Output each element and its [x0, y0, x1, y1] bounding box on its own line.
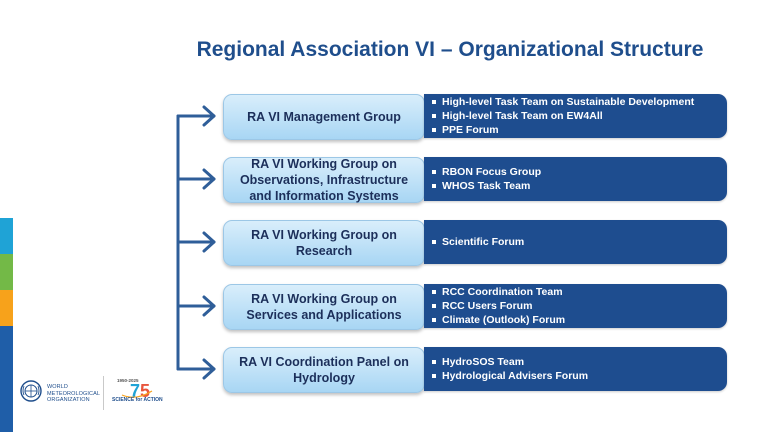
accent-stripe-green — [0, 254, 13, 290]
group-hydrology: RA VI Coordination Panel on Hydrology — [223, 347, 425, 393]
detail-services: RCC Coordination Team RCC Users Forum Cl… — [424, 284, 727, 328]
svg-text:5: 5 — [140, 381, 150, 401]
list-item: RBON Focus Group — [432, 165, 727, 179]
bullet-icon — [432, 360, 436, 364]
bullet-icon — [432, 170, 436, 174]
group-research: RA VI Working Group on Research — [223, 220, 425, 266]
arrow-head-1 — [202, 105, 216, 127]
accent-stripe-cyan — [0, 218, 13, 254]
page-title: Regional Association VI – Organizational… — [196, 38, 704, 61]
anniversary-tagline: SCIENCE for ACTION — [112, 397, 163, 403]
detail-management: High-level Task Team on Sustainable Deve… — [424, 94, 727, 138]
group-label: RA VI Management Group — [247, 110, 401, 124]
detail-hydrology: HydroSOS Team Hydrological Advisers Foru… — [424, 347, 727, 391]
bullet-icon — [432, 114, 436, 118]
arrow-head-4 — [202, 295, 216, 317]
list-item: Scientific Forum — [432, 235, 727, 249]
accent-stripe-orange — [0, 290, 13, 326]
list-item: PPE Forum — [432, 123, 727, 137]
bullet-icon — [432, 100, 436, 104]
list-item: High-level Task Team on EW4All — [432, 109, 727, 123]
list-item: WHOS Task Team — [432, 179, 727, 193]
group-label: RA VI Working Group on Research — [251, 228, 397, 258]
group-management: RA VI Management Group — [223, 94, 425, 140]
group-label: RA VI Working Group on Services and Appl… — [246, 292, 402, 322]
accent-stripe-blue — [0, 326, 13, 432]
list-item: RCC Coordination Team — [432, 285, 727, 299]
wmo-logo-icon — [20, 380, 42, 402]
detail-research: Scientific Forum — [424, 220, 727, 264]
list-item: High-level Task Team on Sustainable Deve… — [432, 95, 727, 109]
group-label: RA VI Coordination Panel on Hydrology — [239, 355, 409, 385]
arrow-head-5 — [202, 358, 216, 380]
list-item: HydroSOS Team — [432, 355, 727, 369]
detail-observations: RBON Focus Group WHOS Task Team — [424, 157, 727, 201]
bullet-icon — [432, 184, 436, 188]
footer-divider — [103, 376, 104, 410]
wmo-name: WORLD METEOROLOGICAL ORGANIZATION — [47, 384, 101, 404]
bullet-icon — [432, 318, 436, 322]
anniversary-years: 1950-2025 — [117, 378, 139, 383]
group-observations: RA VI Working Group on Observations, Inf… — [223, 157, 425, 203]
arrow-head-2 — [202, 168, 216, 190]
list-item: Climate (Outlook) Forum — [432, 313, 727, 327]
anniversary-logo-icon: 7 5 — [121, 381, 153, 401]
bullet-icon — [432, 304, 436, 308]
list-item: RCC Users Forum — [432, 299, 727, 313]
svg-text:7: 7 — [130, 381, 140, 401]
list-item: Hydrological Advisers Forum — [432, 369, 727, 383]
group-label: RA VI Working Group on Observations, Inf… — [239, 157, 409, 203]
arrow-head-3 — [202, 231, 216, 253]
bullet-icon — [432, 374, 436, 378]
bullet-icon — [432, 290, 436, 294]
bullet-icon — [432, 240, 436, 244]
bullet-icon — [432, 128, 436, 132]
group-services: RA VI Working Group on Services and Appl… — [223, 284, 425, 330]
